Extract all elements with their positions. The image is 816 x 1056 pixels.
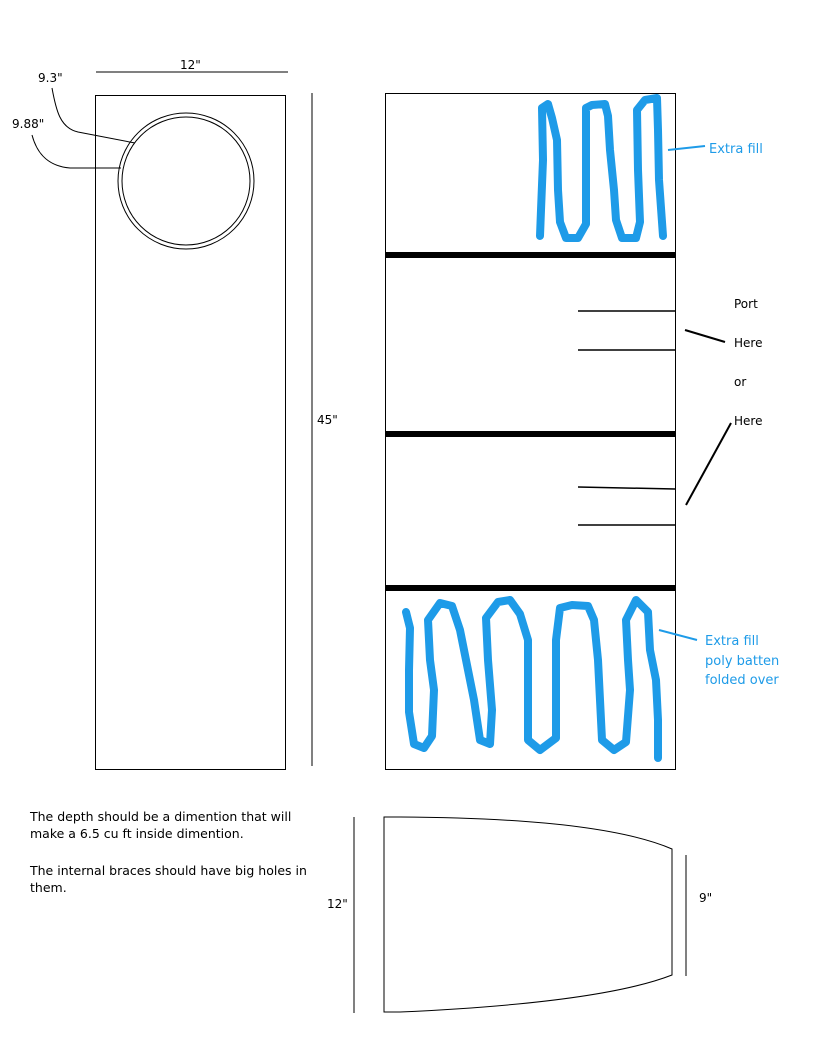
extra-fill-bottom-leader [658,629,698,641]
top-view-outline [383,816,673,1013]
outer-circle-dimension-label: 9.88" [12,117,44,131]
outer-circle-leader [31,134,121,169]
brace-note: The internal braces should have big hole… [30,863,307,895]
depth-back-dimension-label: 9" [699,891,712,905]
extra-fill-bottom-label-line-2: poly batten [705,654,779,669]
extra-fill-top-scribble [536,94,667,242]
port-lower-top-line [577,486,676,490]
driver-cutout-outer [117,112,255,250]
port-callout-leader-2 [685,422,732,506]
extra-fill-top-leader [667,145,706,151]
extra-fill-bottom-scribble [402,596,662,762]
front-panel [95,95,286,770]
depth-note: The depth should be a dimention that wil… [30,809,292,841]
extra-fill-bottom-label-line-3: folded over [705,673,779,688]
extra-fill-bottom-label-line-1: Extra fill [705,634,759,649]
height-dimension-label: 45" [317,413,338,427]
port-label-line-4: Here [734,414,762,428]
port-label-line-2: Here [734,336,762,350]
port-callout-leader-1 [684,329,726,343]
port-label-line-3: or [734,375,746,389]
extra-fill-top-label: Extra fill [709,142,763,157]
inner-circle-leader [51,87,136,144]
depth-front-dimension-label: 12" [327,897,348,911]
port-label-line-1: Port [734,297,758,311]
inner-circle-dimension-label: 9.3" [38,71,63,85]
width-dimension-label: 12" [180,58,201,72]
driver-cutout-inner [121,116,251,246]
